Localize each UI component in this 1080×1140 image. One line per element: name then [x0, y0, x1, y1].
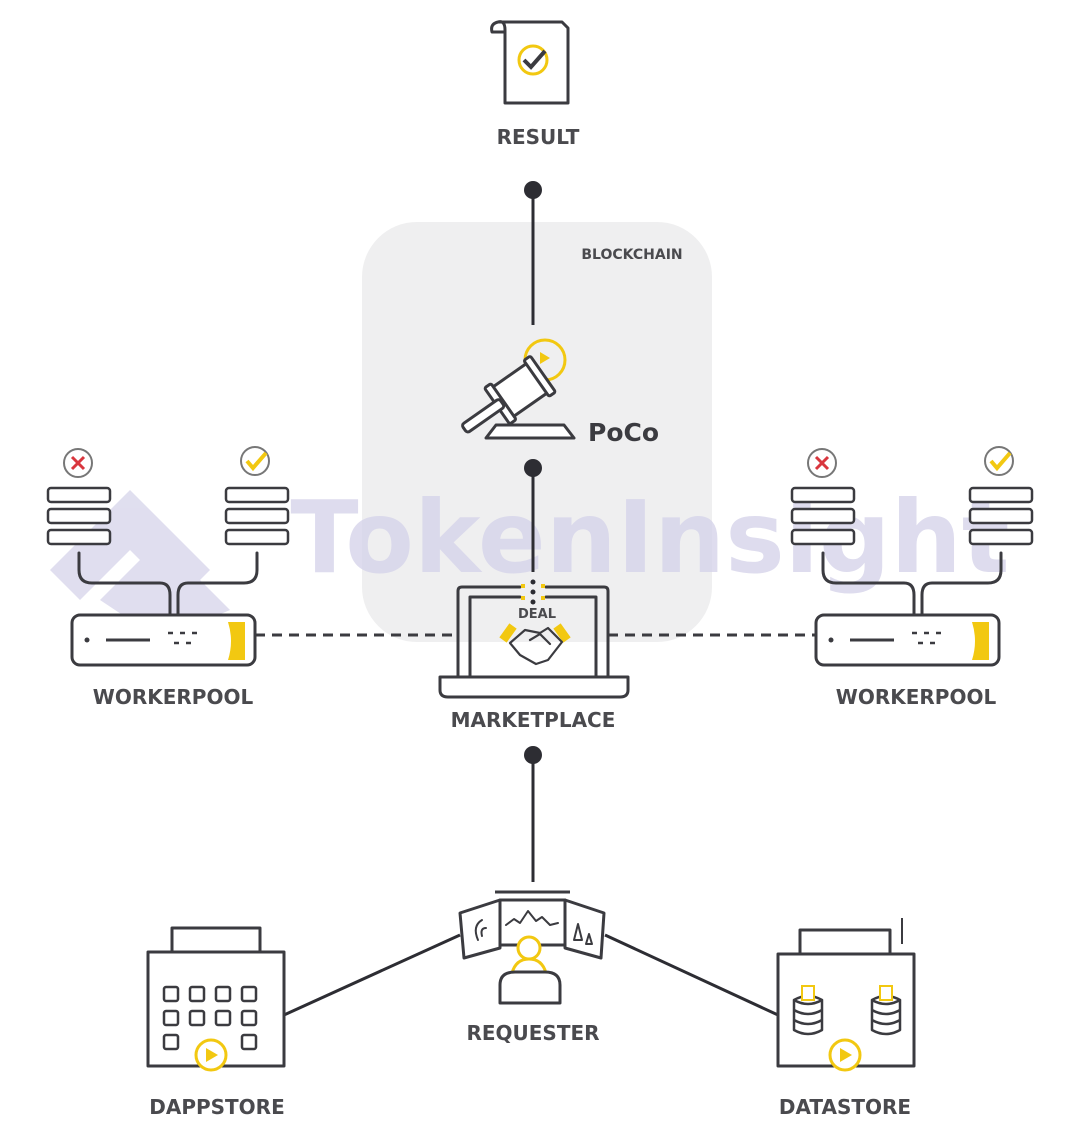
gavel-icon: [461, 338, 576, 440]
dappstore-label: DAPPSTORE: [149, 1095, 285, 1119]
workerpool-left: [46, 446, 290, 667]
status-success-icon: [240, 446, 270, 476]
workerpool-server-icon: [70, 613, 257, 667]
marketplace-laptop-icon: [438, 584, 630, 699]
workerpool-left-label: WORKERPOOL: [93, 685, 254, 709]
server-stack-icon: [224, 486, 290, 546]
dappstore-icon: [146, 926, 286, 1072]
workerpool-right-label: WORKERPOOL: [836, 685, 997, 709]
requester-icon: [458, 890, 606, 1005]
result-label: RESULT: [497, 125, 580, 149]
workerpool-server-icon: [814, 613, 1001, 667]
poco-label: PoCo: [588, 418, 659, 447]
blockchain-label: BLOCKCHAIN: [581, 247, 682, 263]
result-document-icon: [490, 20, 570, 105]
status-failed-icon: [807, 448, 837, 478]
link-dappstore: [283, 933, 461, 1017]
deal-label: DEAL: [518, 607, 556, 622]
marketplace-label: MARKETPLACE: [451, 708, 616, 732]
requester-label: REQUESTER: [466, 1021, 599, 1045]
link-datastore: [604, 933, 779, 1017]
workerpool-right: [790, 446, 1034, 667]
server-stack-icon: [46, 486, 112, 546]
status-failed-icon: [63, 448, 93, 478]
server-stack-icon: [790, 486, 856, 546]
datastore-icon: [776, 918, 916, 1072]
status-success-icon: [984, 446, 1014, 476]
watermark-text: TokenInsight: [290, 479, 1009, 596]
datastore-label: DATASTORE: [779, 1095, 911, 1119]
deal-dots: [530, 579, 536, 605]
server-stack-icon: [968, 486, 1034, 546]
